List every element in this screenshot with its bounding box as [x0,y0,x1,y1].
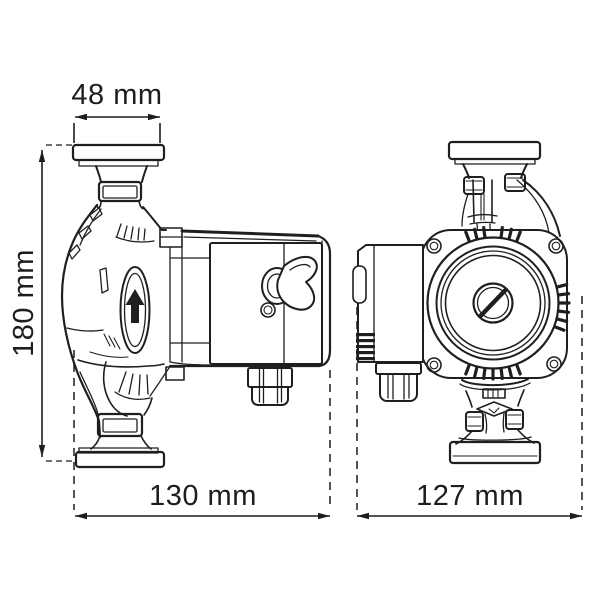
suction-pipe [461,179,561,237]
vent-screw [260,302,276,318]
motor-box [159,227,332,381]
bolt-holes [426,238,564,373]
up-arrow-icon [125,289,145,323]
front-top-flange [447,140,542,179]
dim-label-overall-depth: 130 mm [149,480,257,512]
terminal-box [352,244,424,363]
dimension-overall-height: 180 mm [8,144,74,462]
knurl-ticks [464,226,571,381]
front-view [352,140,571,465]
dim-label-overall-height: 180 mm [8,249,40,357]
center-plug [472,282,514,324]
dim-label-flange-width: 48 mm [71,79,162,111]
nameplate [96,180,145,210]
speed-selector-knob [261,255,318,311]
dim-label-overall-width: 127 mm [416,480,524,512]
top-flange [71,143,166,183]
front-bottom-assembly [448,378,542,465]
flow-emblem [119,266,151,354]
cable-gland-side [247,367,293,406]
dimension-flange-width: 48 mm [71,79,162,143]
bottom-nameplate [96,412,144,438]
side-view [60,143,332,469]
vent-grille [356,333,375,361]
dimension-overall-width: 127 mm [356,296,583,520]
pump-body [60,203,170,439]
dimension-overall-depth: 130 mm [73,350,331,520]
bottom-flange [74,435,166,469]
cable-gland-front [375,362,422,402]
